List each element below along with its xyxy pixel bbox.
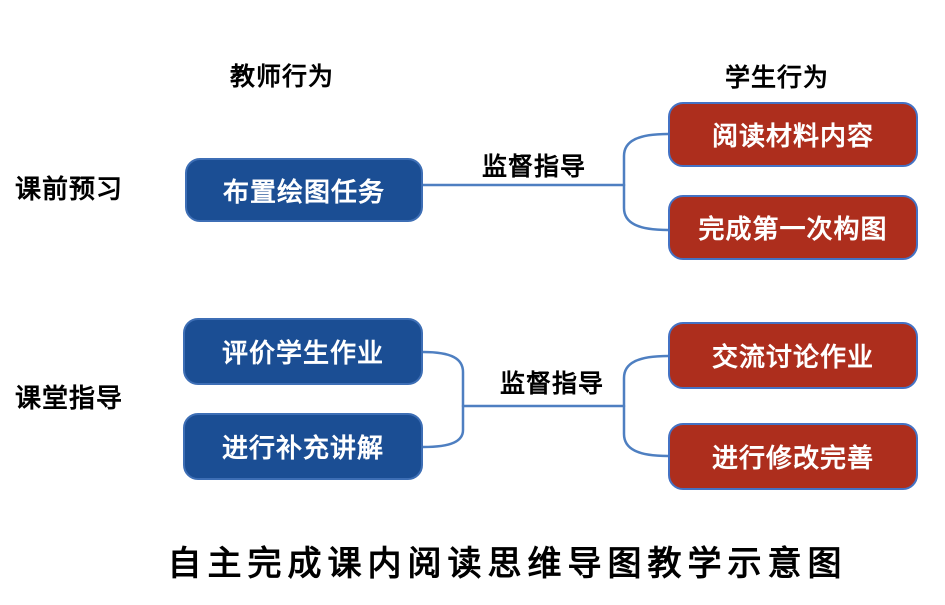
row1-split-bracket xyxy=(622,132,670,232)
teacher-box-supplement-explain: 进行补充讲解 xyxy=(183,413,423,480)
student-box-discuss-work: 交流讨论作业 xyxy=(668,322,918,389)
row2-connector-label: 监督指导 xyxy=(499,369,604,398)
teacher-box-assign-task: 布置绘图任务 xyxy=(185,158,423,222)
student-box-read-material: 阅读材料内容 xyxy=(668,102,918,167)
diagram-caption: 自主完成课内阅读思维导图教学示意图 xyxy=(167,544,848,584)
row1-connector-label: 监督指导 xyxy=(481,152,586,181)
student-box-first-map: 完成第一次构图 xyxy=(668,195,918,260)
student-box-revise-improve: 进行修改完善 xyxy=(668,423,918,490)
student-column-header: 学生行为 xyxy=(724,63,829,92)
stage-label-in-class: 课堂指导 xyxy=(15,384,124,414)
row2-merge-bracket xyxy=(421,350,465,449)
teacher-column-header: 教师行为 xyxy=(229,62,334,91)
row2-split-bracket xyxy=(622,354,670,458)
teacher-box-evaluate-work: 评价学生作业 xyxy=(183,318,423,385)
stage-label-pre-class: 课前预习 xyxy=(15,175,124,205)
